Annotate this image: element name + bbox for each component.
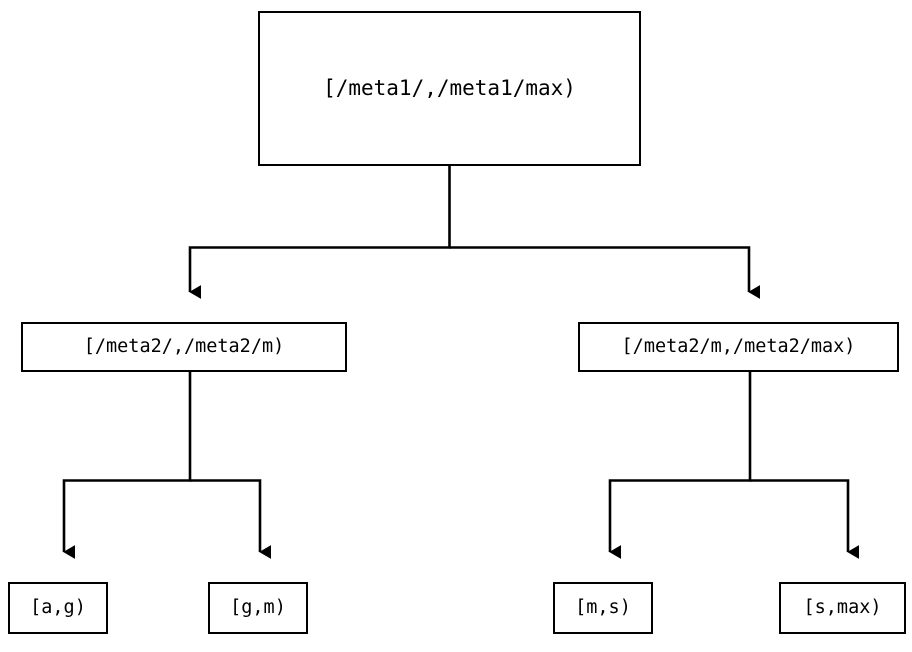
tree-node-leaf-ag[interactable]: [a,g): [8, 582, 108, 634]
tree-node-leaf-gm-label: [g,m): [230, 596, 286, 618]
edge-root-to-mid-left: [188, 166, 451, 299]
tree-node-leaf-smax[interactable]: [s,max): [779, 582, 906, 634]
edge-root-to-mid-right: [449, 246, 761, 299]
edge-mid-right-to-leaf-smax: [750, 479, 860, 559]
edge-mid-left-to-leaf-ag: [62, 372, 192, 559]
tree-node-leaf-ms[interactable]: [m,s): [553, 582, 653, 634]
tree-node-leaf-ag-label: [a,g): [30, 596, 86, 618]
tree-node-root-label: [/meta1/,/meta1/max): [323, 75, 576, 100]
tree-node-mid-right-label: [/meta2/m,/meta2/max): [621, 335, 856, 357]
tree-node-leaf-smax-label: [s,max): [803, 596, 882, 618]
edge-mid-right-to-leaf-ms: [608, 372, 752, 559]
tree-node-leaf-ms-label: [m,s): [575, 596, 631, 618]
tree-node-leaf-gm[interactable]: [g,m): [208, 582, 308, 634]
tree-node-mid-right[interactable]: [/meta2/m,/meta2/max): [578, 322, 899, 372]
tree-node-mid-left[interactable]: [/meta2/,/meta2/m): [21, 322, 347, 372]
tree-node-root[interactable]: [/meta1/,/meta1/max): [258, 11, 641, 166]
tree-node-mid-left-label: [/meta2/,/meta2/m): [83, 335, 285, 357]
edge-mid-left-to-leaf-gm: [190, 479, 272, 559]
